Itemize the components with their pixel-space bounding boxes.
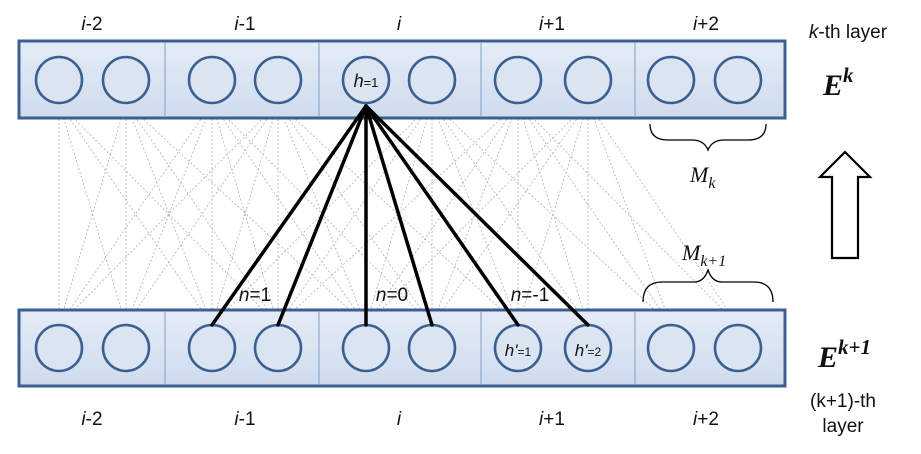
faint-edge [125,102,367,326]
top-col-label-4: i+1 [539,14,565,35]
bottom-layer-name-line2: layer [822,416,864,437]
bottom-node-10 [713,323,763,373]
edge-label-n0: n=0 [376,285,408,306]
bottom-col-label-5: i+2 [693,409,719,430]
top-node-5 [341,55,391,105]
top-matrix-label: Ek [822,63,854,102]
top-node-8 [563,55,613,105]
faint-edge [431,102,589,326]
bottom-col-label-2: i-1 [234,409,255,430]
nodes [34,55,763,373]
faint-edge [58,102,213,326]
top-node-2 [101,55,151,105]
faint-edge [517,102,739,326]
bottom-node-9 [646,323,696,373]
top-node-6 [407,55,457,105]
top-col-label-5: i+2 [693,14,719,35]
bold-edge-8 [364,104,590,327]
faint-edge [365,102,519,326]
faint-edge [277,102,519,326]
top-col-label-3: i [397,14,402,35]
top-node-7 [493,55,543,105]
top-node-3 [187,55,237,105]
faint-edge [125,102,279,326]
bottom-matrix-label: Ek+1 [817,335,871,374]
faint-edge [58,102,127,326]
faint-edge [365,102,433,326]
faint-edge [431,102,672,326]
bottom-brace-label: Mk+1 [681,240,726,270]
bold-edge-4 [276,104,368,327]
faint-edge [277,102,519,326]
top-node-10 [713,55,763,105]
bold-edge-3 [210,104,368,327]
top-node-1 [34,55,84,105]
bottom-node-1 [34,323,84,373]
bottom-node-3 [187,323,237,373]
bottom-col-label-1: i-2 [81,409,102,430]
column-dividers [164,43,636,384]
edge-label-n1: n=1 [239,285,271,306]
node-label-h: h=1 [354,71,379,91]
top-brace-label: Mk [689,162,716,192]
faint-edge [211,102,367,326]
faint-edge [125,102,279,326]
top-brace [649,123,767,152]
bold-edge-6 [364,104,434,327]
top-col-label-1: i-2 [81,14,102,35]
bottom-node-2 [101,323,151,373]
faint-edge [211,102,279,326]
bottom-node-5 [341,323,391,373]
bold-edge-7 [364,104,520,327]
node-label-h-prime-1: h'=1 [505,341,532,360]
top-node-4 [253,55,303,105]
faint-edge [58,102,213,326]
faint-edge [517,102,589,326]
faint-edge [277,102,433,326]
faint-edge [277,102,433,326]
faint-edge [211,102,279,326]
edge-label-n-1: n=-1 [511,285,550,306]
bottom-col-label-4: i+1 [539,409,565,430]
bottom-layer-name-line1: (k+1)-th [810,391,876,412]
bottom-node-4 [253,323,303,373]
top-layer-name: k-th layer [809,22,888,43]
bottom-brace [642,267,774,303]
bottom-node-6 [407,323,457,373]
up-arrow-icon [817,150,873,260]
faint-edge [587,102,672,326]
node-label-h-prime-2: h'=2 [575,341,602,360]
faint-edge [58,102,127,326]
bold-edges [210,104,590,327]
faint-edge [517,102,672,326]
top-node-9 [646,55,696,105]
top-col-label-2: i-1 [234,14,255,35]
bottom-col-label-3: i [397,409,402,430]
faint-edge [587,102,739,326]
faint-edge [431,102,589,326]
